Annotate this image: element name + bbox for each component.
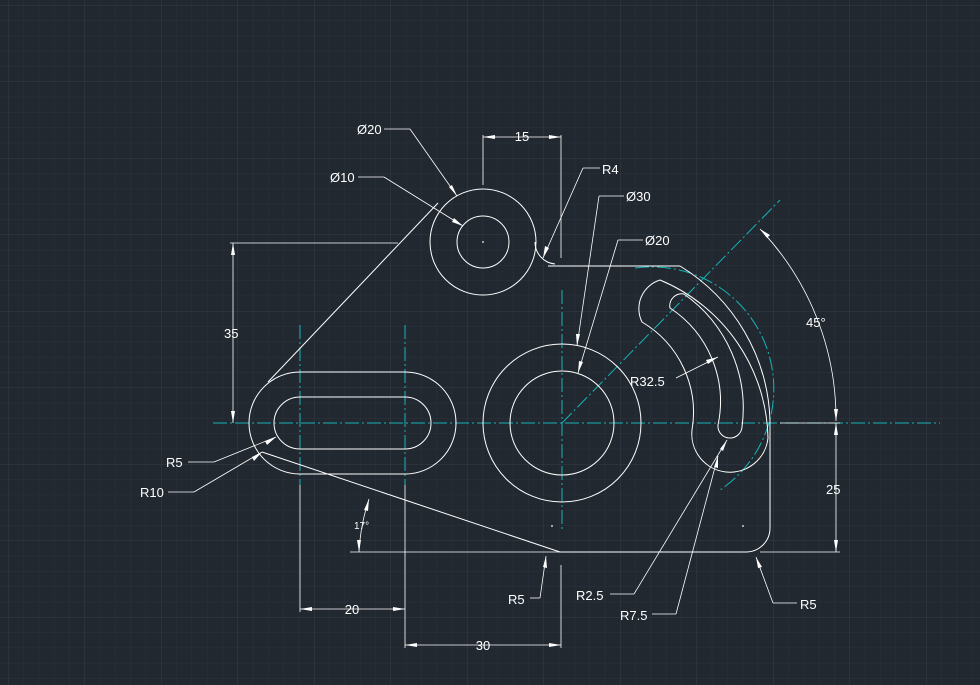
dim-dia20-top-label: Ø20	[357, 122, 382, 137]
part-geometry	[248, 188, 771, 553]
dim-45-arc	[759, 228, 837, 422]
dim-25-label: 25	[826, 482, 840, 497]
dim-dia10-arrow	[452, 218, 463, 226]
dim-25-arrow-top	[834, 423, 838, 435]
big-boss-inner-circle	[509, 370, 615, 476]
dim-r5-left-label: R5	[166, 455, 183, 470]
dim-dia10-label: Ø10	[330, 170, 355, 185]
profile-lower-tangent	[261, 451, 561, 553]
dim-r32-5-arrow	[706, 357, 718, 364]
dim-r5-right-label: R5	[800, 597, 817, 612]
dim-30-arrow-right	[549, 643, 561, 647]
dim-dia30-leader-angled	[576, 195, 600, 347]
dim-20-label: 20	[345, 602, 359, 617]
dim-30-arrow-left	[405, 643, 417, 647]
profile-tangent-upper-left	[267, 202, 439, 383]
dim-45-label: 45°	[806, 315, 826, 330]
dim-45-arrow-top	[760, 229, 770, 238]
dim-20-arrow-right	[393, 607, 405, 611]
dim-35-label: 35	[224, 326, 238, 341]
dim-r2-5-leader-angled	[633, 439, 728, 595]
slot-inner-outline	[273, 396, 432, 450]
slot-outer-outline	[248, 371, 457, 475]
centerline-arc-r32-5	[634, 266, 775, 491]
top-boss-outer-circle	[429, 188, 537, 296]
dim-17-label: 17°	[354, 521, 369, 532]
dim-dia20-right-arrow	[578, 361, 583, 373]
dim-dia20-right-leader-angled	[577, 239, 619, 374]
dim-30-label: 30	[476, 638, 490, 653]
profile-outer-arc-right	[679, 265, 771, 421]
dim-35-arrow-bottom	[231, 411, 235, 423]
dim-15-label: 15	[515, 129, 529, 144]
dim-r4-arrow	[543, 246, 549, 258]
dim-15-arrow-left	[483, 135, 495, 139]
top-boss-inner-circle	[456, 215, 510, 269]
dim-r7-5-leader-angled	[675, 455, 719, 615]
profile-r4-fillet	[534, 241, 556, 265]
dim-r5-bottom-label: R5	[508, 592, 525, 607]
dim-17-arrow-top	[364, 499, 369, 511]
dim-r5-right-arrow	[756, 557, 762, 568]
dimensions: 15 Ø20 Ø10 R4 Ø30 Ø20 35	[140, 122, 840, 653]
dim-dia30-label: Ø30	[626, 189, 651, 204]
dim-dia10-leader-angled	[383, 176, 464, 227]
dim-45-arrow-bottom	[834, 409, 838, 421]
dim-r4-leader-angled	[542, 167, 584, 259]
dim-35-arrow-top	[231, 243, 235, 255]
big-boss-outer-circle	[482, 343, 642, 503]
dim-r32-5-label: R32.5	[630, 374, 665, 389]
arc-slot-inner-outline	[669, 293, 744, 439]
dim-r10-label: R10	[140, 485, 164, 500]
dim-dia30-arrow	[576, 334, 580, 346]
dim-r10-leader-angled	[193, 451, 263, 493]
dim-r5-left-arrow	[265, 437, 276, 445]
construction-point-a	[551, 525, 553, 527]
dim-25-arrow-bottom	[834, 540, 838, 552]
dim-r7-5-arrow	[714, 456, 718, 468]
dim-r10-arrow	[252, 452, 262, 461]
arc-slot-outline	[638, 279, 769, 473]
dim-17-arrow-bottom	[357, 540, 361, 552]
dim-r2-5-arrow	[720, 440, 727, 451]
profile-r5-bottom-right	[745, 527, 771, 553]
dim-dia20-top-leader-angled	[409, 128, 458, 197]
dim-r5-bottom-arrow	[543, 556, 547, 568]
dim-r4-label: R4	[602, 162, 619, 177]
dim-r7-5-label: R7.5	[620, 608, 647, 623]
dim-r2-5-label: R2.5	[576, 588, 603, 603]
dim-15-arrow-right	[549, 135, 561, 139]
dim-20-arrow-left	[300, 607, 312, 611]
top-boss-center-point	[482, 241, 484, 243]
dim-dia20-right-label: Ø20	[645, 233, 670, 248]
construction-point-b	[742, 525, 744, 527]
dim-dia20-top-arrow	[449, 185, 457, 196]
